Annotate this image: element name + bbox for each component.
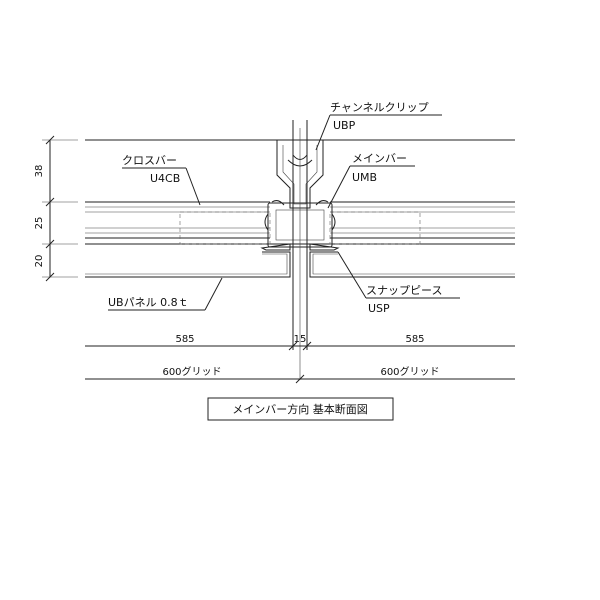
vertical-dimension: 38 25 20 bbox=[34, 135, 78, 282]
channel-clip-label: チャンネルクリップ bbox=[330, 101, 429, 114]
cross-bar-shape bbox=[85, 201, 515, 245]
leader-channel-clip bbox=[315, 114, 442, 151]
main-bar-code: UMB bbox=[352, 171, 377, 184]
caption-box bbox=[207, 397, 394, 421]
grid-left-label: 600グリッド bbox=[162, 365, 221, 378]
dim-left-585: 585 bbox=[175, 334, 194, 345]
panel-label: UBパネル 0.8ｔ bbox=[108, 296, 189, 309]
leader-main-bar bbox=[327, 165, 415, 209]
leader-snap-piece bbox=[337, 251, 460, 299]
dim-right-585: 585 bbox=[405, 334, 424, 345]
caption-text: メインバー方向 基本断面図 bbox=[232, 402, 368, 416]
dim-20: 20 bbox=[34, 255, 45, 268]
main-bar-label: メインバー bbox=[352, 152, 407, 165]
snap-piece-code: USP bbox=[368, 302, 390, 315]
dim-25: 25 bbox=[34, 217, 45, 230]
snap-piece-shape bbox=[260, 243, 340, 251]
cross-bar-label: クロスバー bbox=[122, 154, 177, 167]
cross-bar-code: U4CB bbox=[150, 172, 180, 185]
horizontal-dimension bbox=[85, 341, 515, 351]
dim-38: 38 bbox=[34, 165, 45, 178]
grid-right-label: 600グリッド bbox=[380, 365, 439, 378]
panel-shape bbox=[85, 251, 515, 278]
dim-center-15: 15 bbox=[294, 334, 307, 345]
leader-panel bbox=[108, 277, 223, 311]
channel-clip-code: UBP bbox=[333, 119, 356, 132]
snap-piece-label: スナップピース bbox=[366, 284, 442, 297]
grid-dimension bbox=[85, 374, 515, 384]
leader-cross-bar bbox=[122, 167, 201, 206]
